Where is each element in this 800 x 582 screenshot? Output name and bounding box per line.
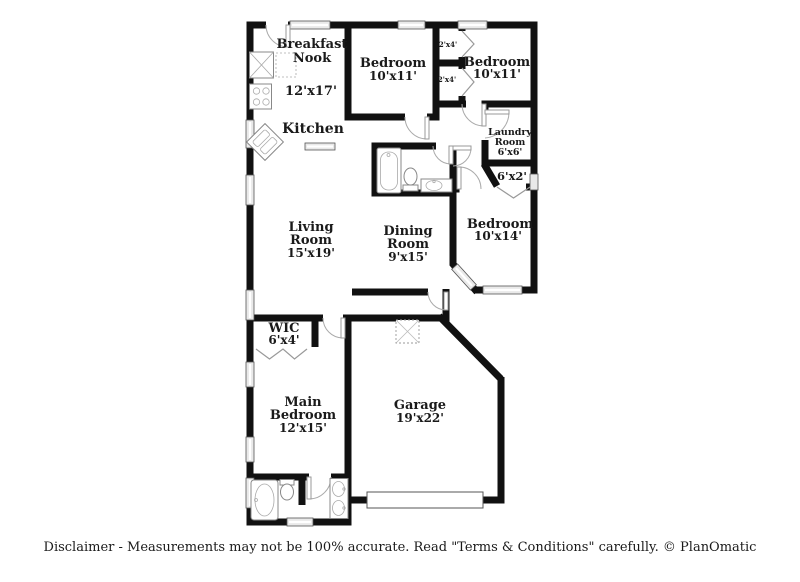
hall-door xyxy=(452,145,472,151)
windows xyxy=(245,20,539,527)
toilet-1-tank xyxy=(402,184,419,192)
label-dining-1: Dining xyxy=(383,224,432,239)
closet-upper-bifold xyxy=(461,30,475,58)
rear-hall-door xyxy=(443,291,449,311)
label-garage-dims: 19'x22' xyxy=(396,411,444,425)
water-heater xyxy=(395,319,420,344)
label-hall-closet: 6'x2' xyxy=(497,169,527,183)
label-breakfast-nook-1: Breakfast xyxy=(277,37,348,52)
label-living-2: Room xyxy=(290,233,332,248)
label-dining-2: Room xyxy=(387,237,429,252)
bathroom1-door xyxy=(448,145,454,165)
label-wic: WIC xyxy=(267,321,299,336)
label-breakfast-nook-dims: 12'x17' xyxy=(285,84,337,99)
garage-door xyxy=(366,491,484,509)
entry-door xyxy=(285,24,291,48)
label-closet-lower: 2'x4' xyxy=(438,75,456,84)
label-main-bedroom-1: Main xyxy=(284,395,322,410)
label-bedroom2-name: Bedroom xyxy=(464,55,531,70)
label-breakfast-nook-2: Nook xyxy=(293,51,332,66)
room-labels: Breakfast Nook 12'x17' Kitchen Bedroom 1… xyxy=(267,37,533,435)
hall-bathroom-fixtures xyxy=(376,147,453,194)
label-living-1: Living xyxy=(288,220,333,235)
pantry-dashed xyxy=(275,52,297,78)
bathtub-1 xyxy=(376,147,402,194)
kitchen-fixtures xyxy=(245,51,297,162)
label-main-bedroom-2: Bedroom xyxy=(270,408,337,423)
toilet-1-bowl xyxy=(403,167,418,186)
window-diagonal xyxy=(451,263,477,291)
bedroom1-door xyxy=(424,116,430,140)
label-main-bedroom-dims: 12'x15' xyxy=(279,421,327,435)
label-living-dims: 15'x19' xyxy=(287,246,335,260)
label-closet-upper: 2'x4' xyxy=(439,40,457,49)
doors xyxy=(265,24,510,500)
label-kitchen: Kitchen xyxy=(282,121,344,137)
main-bedroom-door xyxy=(340,317,346,339)
window-right-hall-closet xyxy=(529,173,539,191)
label-laundry-dims: 6'x6' xyxy=(498,147,523,158)
vanity-2 xyxy=(329,478,349,519)
bedroom2-door xyxy=(481,103,487,127)
toilet-2-bowl xyxy=(280,483,294,501)
kitchen-sink xyxy=(245,122,285,162)
main-bathroom-fixtures xyxy=(250,478,349,521)
main-bath-door xyxy=(306,476,312,500)
label-laundry-2: Room xyxy=(495,137,526,148)
bedroom-right-door xyxy=(456,166,462,190)
vanity-1 xyxy=(420,178,453,193)
label-dining-dims: 9'x15' xyxy=(388,250,428,264)
label-bedroom2-dims: 10'x11' xyxy=(473,67,521,81)
closet-doors xyxy=(255,30,531,360)
label-wic-dims: 6'x4' xyxy=(268,333,299,347)
label-bedroom1-name: Bedroom xyxy=(360,56,427,71)
disclaimer-text: Disclaimer - Measurements may not be 100… xyxy=(44,540,757,555)
wic-bifold xyxy=(255,348,308,360)
closet-lower-bifold xyxy=(461,67,475,97)
label-laundry-1: Laundry xyxy=(488,127,532,138)
label-garage: Garage xyxy=(394,398,446,413)
bathtub-2 xyxy=(250,479,279,521)
label-bedroom3-name: Bedroom xyxy=(467,217,534,232)
hall-closet-bifold xyxy=(496,186,531,199)
laundry-door xyxy=(484,109,510,115)
label-bedroom3-dims: 10'x14' xyxy=(474,229,522,243)
label-bedroom1-dims: 10'x11' xyxy=(369,69,417,83)
stove xyxy=(249,83,272,110)
